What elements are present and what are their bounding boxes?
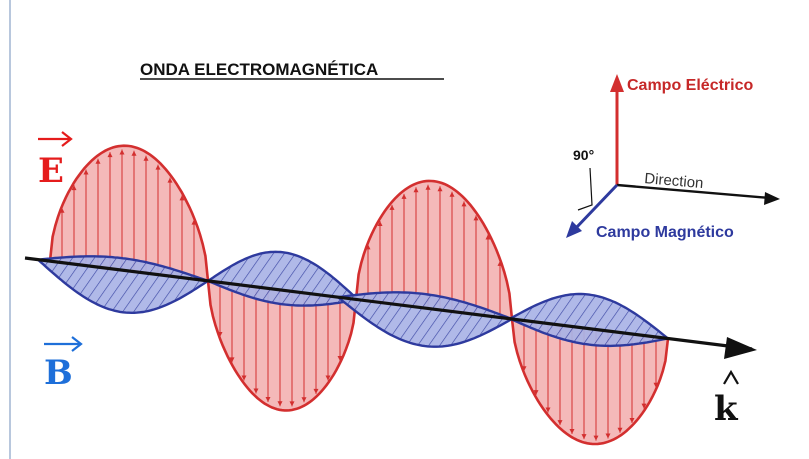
electric-field-arrowhead bbox=[289, 401, 295, 407]
electric-field-arrowhead bbox=[325, 375, 331, 381]
electric-field-arrowhead bbox=[277, 401, 283, 407]
electric-field-arrowhead bbox=[545, 407, 551, 413]
electric-field-arrowhead bbox=[179, 195, 185, 201]
electric-field-arrowhead bbox=[605, 433, 611, 439]
electric-field-wave bbox=[48, 144, 670, 446]
electric-field-arrowhead bbox=[593, 435, 599, 441]
electric-field-arrowhead bbox=[617, 427, 623, 433]
electric-field-arrowhead bbox=[143, 155, 149, 161]
e-vector-label: E bbox=[38, 131, 73, 191]
k-hat-label: k bbox=[714, 369, 739, 429]
electric-field-arrowhead bbox=[155, 164, 161, 170]
electric-field-arrowhead bbox=[485, 234, 491, 240]
electric-field-arrowhead bbox=[95, 158, 101, 164]
electric-field-arrowhead bbox=[437, 186, 443, 192]
electric-field-arrowhead bbox=[265, 396, 271, 402]
electric-field-arrowhead bbox=[313, 388, 319, 394]
electric-field-arrowhead bbox=[569, 428, 575, 434]
electric-field-arrowhead bbox=[71, 185, 77, 191]
e-letter: E bbox=[38, 151, 64, 191]
b-letter: B bbox=[44, 353, 73, 393]
electric-lobe-outline bbox=[510, 318, 670, 446]
k-letter: k bbox=[714, 389, 739, 429]
electric-field-arrowhead bbox=[253, 388, 259, 394]
electric-field-arrowhead bbox=[401, 193, 407, 199]
electric-field-arrowhead bbox=[641, 403, 647, 409]
b-vector-label: B bbox=[44, 336, 83, 393]
electric-lobe bbox=[356, 180, 512, 319]
angle-label: 90° bbox=[573, 147, 594, 163]
electric-lobe bbox=[512, 319, 668, 444]
electric-field-arrowhead bbox=[425, 184, 431, 190]
electric-field-arrowhead bbox=[557, 420, 563, 426]
electric-field-arrowhead bbox=[413, 187, 419, 193]
electric-field-arrowhead bbox=[449, 191, 455, 197]
propagation-axis bbox=[24, 256, 753, 351]
magnetic-axis bbox=[573, 183, 619, 231]
electric-field-arrowhead bbox=[229, 357, 235, 363]
electric-field-arrowhead bbox=[533, 390, 539, 396]
electric-lobe-outline bbox=[48, 144, 210, 282]
diagram-title: ONDA ELECTROMAGNÉTICA bbox=[140, 60, 378, 79]
electric-field-arrowhead bbox=[167, 177, 173, 183]
electric-lobe-outline bbox=[354, 179, 514, 320]
direction-label: Direction bbox=[644, 170, 704, 192]
electric-axis-arrowhead bbox=[610, 74, 624, 92]
electric-field-arrowhead bbox=[131, 150, 137, 156]
electric-field-arrowhead bbox=[119, 149, 125, 155]
electric-lobe bbox=[50, 145, 208, 281]
electric-lobe-outline bbox=[206, 280, 358, 412]
axes-legend: 90° Campo Eléctrico Direction Campo Magn… bbox=[566, 74, 780, 241]
right-angle-marker bbox=[577, 167, 593, 211]
magnetic-axis-arrowhead bbox=[566, 221, 582, 238]
electric-field-label: Campo Eléctrico bbox=[627, 77, 753, 94]
electric-field-arrowhead bbox=[301, 397, 307, 403]
direction-axis bbox=[616, 183, 771, 200]
electric-field-arrowhead bbox=[83, 169, 89, 175]
electric-field-arrowhead bbox=[581, 434, 587, 440]
electric-field-arrowhead bbox=[461, 201, 467, 207]
direction-axis-arrowhead bbox=[764, 192, 780, 205]
electric-field-arrowhead bbox=[473, 215, 479, 221]
electric-field-arrowhead bbox=[629, 417, 635, 423]
electric-field-arrowhead bbox=[107, 152, 113, 158]
magnetic-field-wave bbox=[35, 250, 671, 348]
magnetic-field-label: Campo Magnético bbox=[596, 224, 734, 241]
electric-field-arrowhead bbox=[377, 220, 383, 226]
electric-field-arrowhead bbox=[241, 375, 247, 381]
propagation-arrowhead bbox=[724, 337, 757, 359]
electric-field-arrowhead bbox=[389, 204, 395, 210]
